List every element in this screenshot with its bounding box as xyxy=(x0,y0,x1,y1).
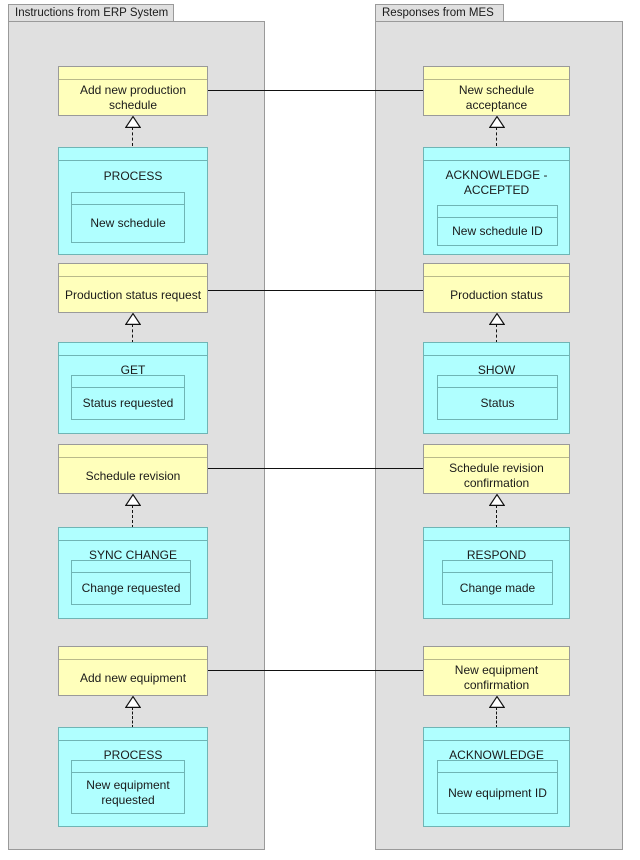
realization-left-row-2 xyxy=(125,313,141,343)
class-name: RESPOND xyxy=(466,547,527,562)
interface-new-equipment-confirmation[interactable]: New equipment confirmation xyxy=(423,646,570,696)
class-header-strip xyxy=(424,343,569,356)
attribute-box[interactable]: New equipment ID xyxy=(437,760,558,814)
class-name: PROCESS xyxy=(103,747,163,762)
interface-header-strip xyxy=(424,67,569,80)
dashed-stem xyxy=(496,505,498,528)
class-name: ACKNOWLEDGE - ACCEPTED xyxy=(445,168,548,197)
class-acknowledge-accepted[interactable]: ACKNOWLEDGE - ACCEPTED New schedule ID xyxy=(423,147,570,255)
package-erp-tab: Instructions from ERP System xyxy=(8,4,174,22)
attribute-box[interactable]: Change requested xyxy=(71,560,191,605)
interface-header-strip xyxy=(59,264,207,277)
dashed-stem xyxy=(132,707,134,728)
class-sync-change[interactable]: SYNC CHANGE Change requested xyxy=(58,527,208,619)
interface-header-strip xyxy=(59,67,207,80)
class-header-strip xyxy=(59,528,207,541)
realization-right-row-1 xyxy=(489,116,505,146)
package-mes-tab: Responses from MES xyxy=(375,4,504,22)
interface-schedule-revision[interactable]: Schedule revision xyxy=(58,444,208,494)
realization-right-row-4 xyxy=(489,696,505,728)
package-erp-title: Instructions from ERP System xyxy=(15,7,169,19)
interface-header-strip xyxy=(424,264,569,277)
interface-label: New equipment confirmation xyxy=(454,663,539,692)
class-show[interactable]: SHOW Status xyxy=(423,342,570,434)
class-name: SYNC CHANGE xyxy=(88,547,177,562)
attribute-label: New equipment requested xyxy=(86,778,170,807)
class-header-strip xyxy=(424,148,569,161)
class-name: SHOW xyxy=(477,362,516,377)
dashed-stem xyxy=(496,324,498,343)
interface-header-strip xyxy=(424,445,569,458)
interface-header-strip xyxy=(59,445,207,458)
attribute-label: Status requested xyxy=(82,396,174,410)
attribute-box[interactable]: New schedule xyxy=(71,192,185,243)
attribute-label: New schedule ID xyxy=(452,224,543,238)
connector-row-4 xyxy=(208,670,423,671)
attribute-header-strip xyxy=(72,193,184,205)
package-mes[interactable]: Responses from MES xyxy=(375,4,623,850)
class-process-1[interactable]: PROCESS New schedule xyxy=(58,147,208,255)
interface-add-new-production-schedule[interactable]: Add new production schedule xyxy=(58,66,208,116)
attribute-label: Change requested xyxy=(81,581,181,595)
attribute-box[interactable]: New equipment requested xyxy=(71,760,185,814)
interface-schedule-revision-confirmation[interactable]: Schedule revision confirmation xyxy=(423,444,570,494)
dashed-stem xyxy=(132,505,134,528)
class-process-2[interactable]: PROCESS New equipment requested xyxy=(58,727,208,827)
class-acknowledge[interactable]: ACKNOWLEDGE New equipment ID xyxy=(423,727,570,827)
class-header-strip xyxy=(59,343,207,356)
interface-add-new-equipment[interactable]: Add new equipment xyxy=(58,646,208,696)
class-header-strip xyxy=(424,728,569,741)
attribute-label: Change made xyxy=(459,581,536,595)
interface-production-status-request[interactable]: Production status request xyxy=(58,263,208,313)
attribute-header-strip xyxy=(438,761,557,773)
attribute-header-strip xyxy=(72,561,190,573)
attribute-label: Status xyxy=(480,396,515,410)
class-name: PROCESS xyxy=(103,168,163,183)
dashed-stem xyxy=(496,707,498,728)
class-name: GET xyxy=(120,362,146,377)
package-mes-title: Responses from MES xyxy=(382,7,494,19)
class-name: ACKNOWLEDGE xyxy=(449,747,544,762)
attribute-box[interactable]: Status requested xyxy=(71,375,185,420)
attribute-header-strip xyxy=(443,561,552,573)
dashed-stem xyxy=(132,324,134,343)
realization-left-row-4 xyxy=(125,696,141,728)
attribute-header-strip xyxy=(438,376,557,388)
dashed-stem xyxy=(132,127,134,146)
connector-row-1 xyxy=(208,90,423,91)
class-get[interactable]: GET Status requested xyxy=(58,342,208,434)
attribute-header-strip xyxy=(438,206,557,218)
interface-new-schedule-acceptance[interactable]: New schedule acceptance xyxy=(423,66,570,116)
attribute-box[interactable]: New schedule ID xyxy=(437,205,558,246)
interface-label: Add new equipment xyxy=(79,670,187,685)
attribute-label: New schedule xyxy=(90,216,166,230)
interface-label: Schedule revision confirmation xyxy=(449,461,544,490)
interface-label: Schedule revision xyxy=(85,468,181,483)
realization-right-row-2 xyxy=(489,313,505,343)
interface-header-strip xyxy=(59,647,207,660)
attribute-header-strip xyxy=(72,761,184,773)
attribute-header-strip xyxy=(72,376,184,388)
attribute-box[interactable]: Change made xyxy=(442,560,553,605)
realization-left-row-1 xyxy=(125,116,141,146)
interface-label: New schedule acceptance xyxy=(458,83,535,112)
interface-label: Add new production schedule xyxy=(79,83,187,112)
interface-header-strip xyxy=(424,647,569,660)
class-respond[interactable]: RESPOND Change made xyxy=(423,527,570,619)
class-header-strip xyxy=(424,528,569,541)
class-header-strip xyxy=(59,148,207,161)
attribute-box[interactable]: Status xyxy=(437,375,558,420)
attribute-label: New equipment ID xyxy=(448,785,547,800)
dashed-stem xyxy=(496,127,498,146)
interface-production-status[interactable]: Production status xyxy=(423,263,570,313)
interface-label: Production status xyxy=(450,287,543,302)
interface-label: Production status request xyxy=(64,287,202,302)
realization-left-row-3 xyxy=(125,494,141,528)
class-header-strip xyxy=(59,728,207,741)
connector-row-3 xyxy=(208,468,423,469)
realization-right-row-3 xyxy=(489,494,505,528)
connector-row-2 xyxy=(208,290,423,291)
